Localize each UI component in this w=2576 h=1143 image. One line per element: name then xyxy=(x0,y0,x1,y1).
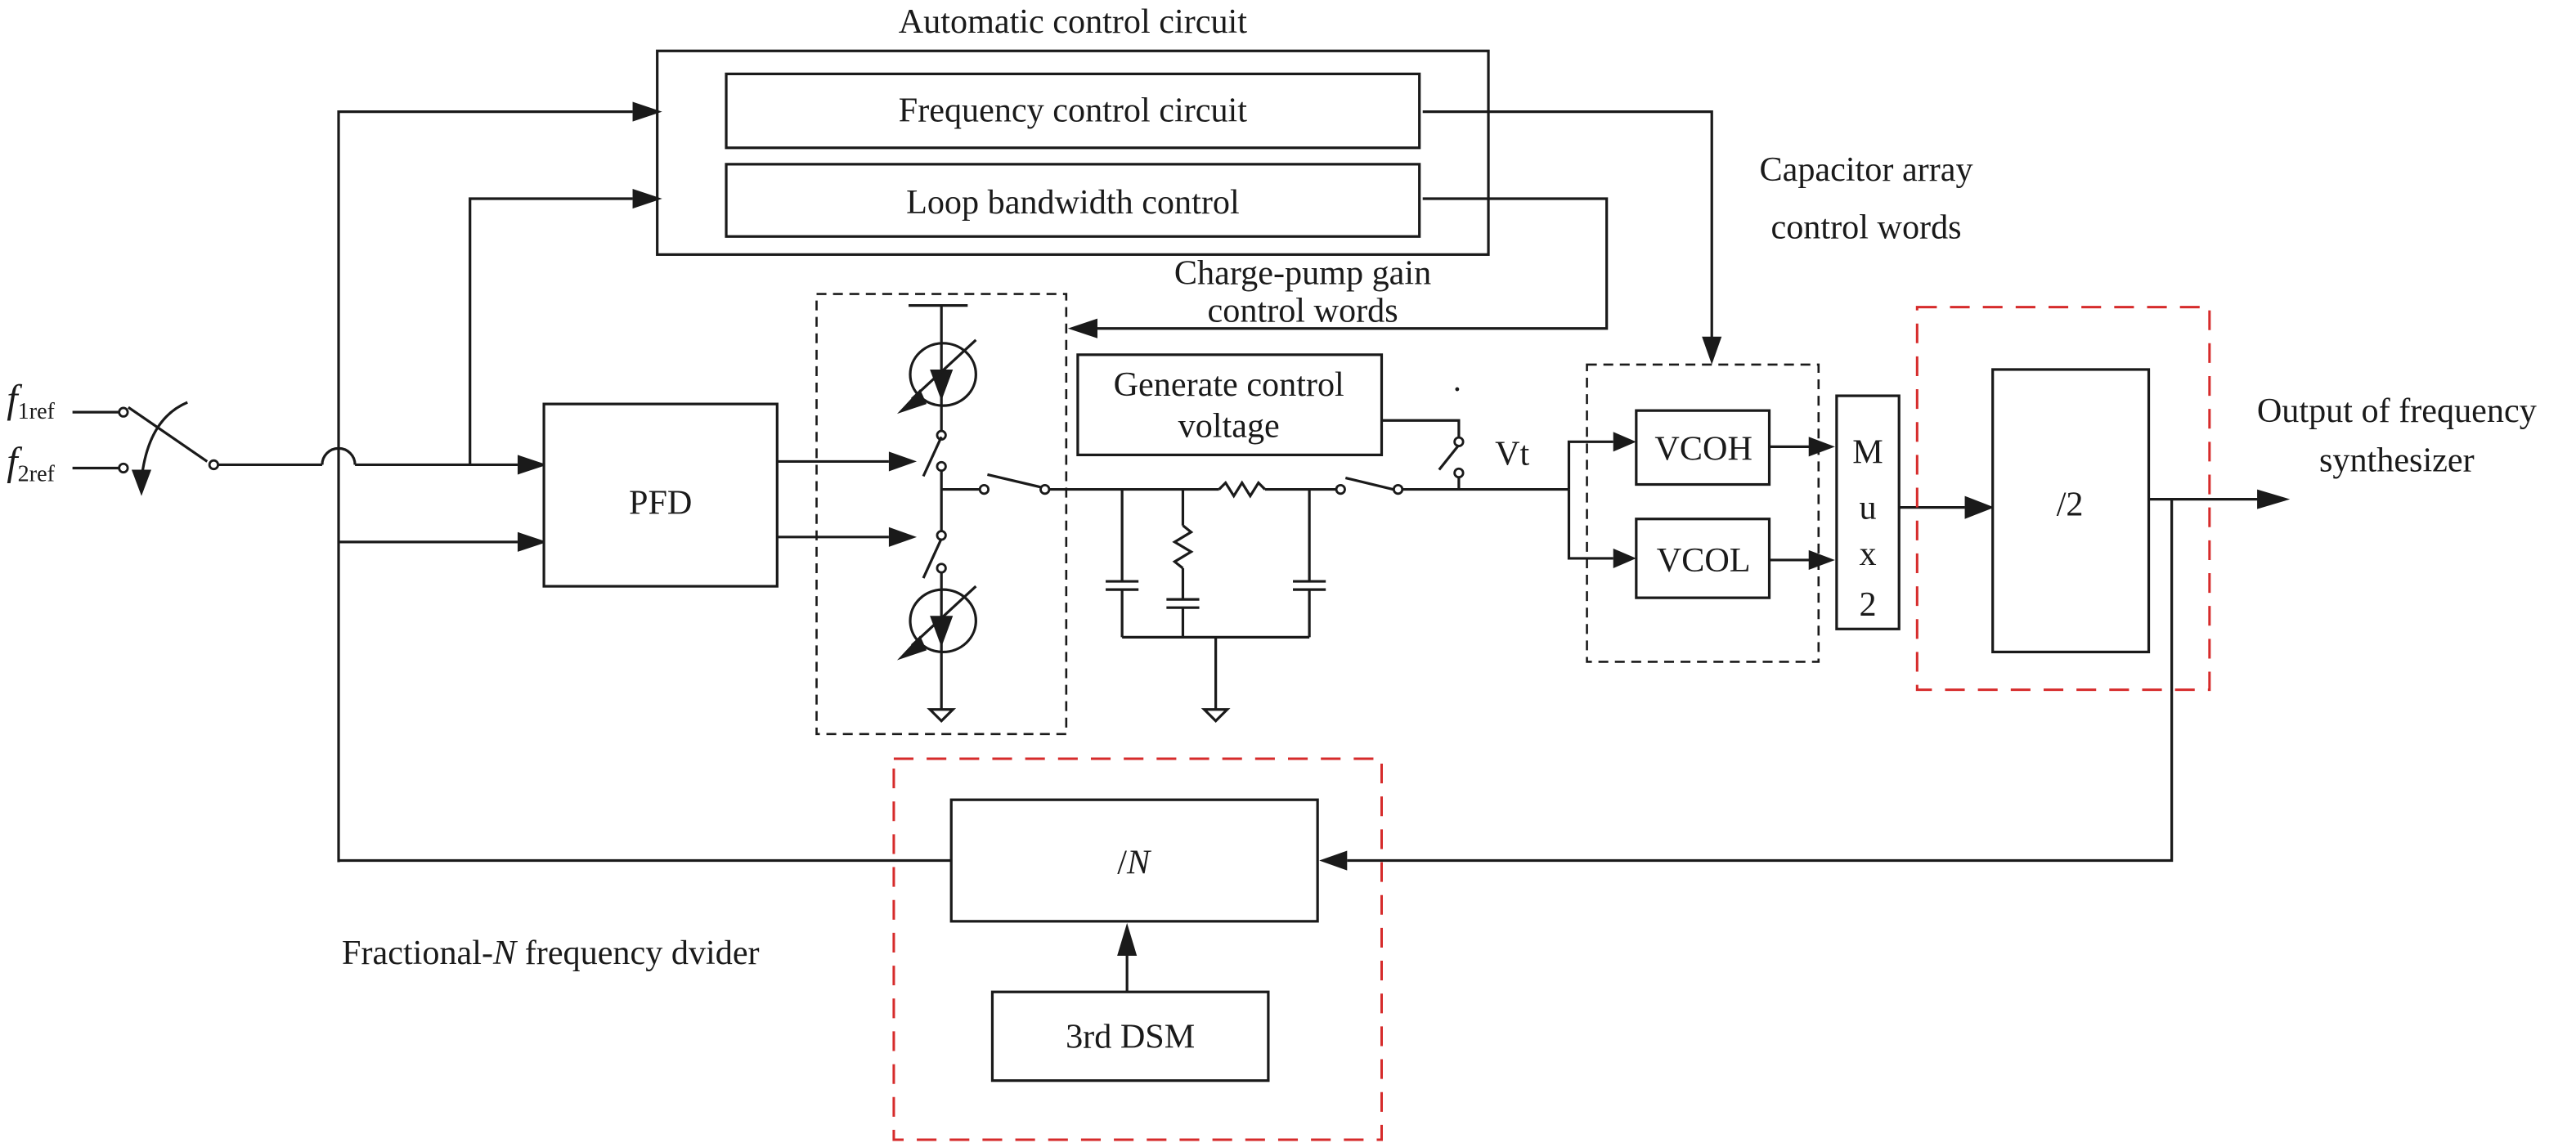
output-label-2: synthesizer xyxy=(2319,441,2475,479)
capacitor-array-label: Capacitor array xyxy=(1759,150,1972,189)
f2ref-label: f2ref xyxy=(7,440,55,486)
pfd-block: PFD xyxy=(542,402,779,588)
svg-text:M: M xyxy=(1852,433,1883,471)
automatic-control-title: Automatic control circuit xyxy=(899,2,1248,41)
output-label: Output of frequency xyxy=(2257,392,2537,430)
vt-label: Vt xyxy=(1495,434,1529,473)
svg-text:3rd DSM: 3rd DSM xyxy=(1066,1017,1195,1056)
loop-filter xyxy=(1049,476,1404,724)
chargepump-gain-label-2: control words xyxy=(1208,292,1398,330)
automatic-control-circuit: Frequency control circuit Loop bandwidth… xyxy=(656,49,1490,256)
svg-text:/2: /2 xyxy=(2057,486,2084,524)
f1ref-label: f1ref xyxy=(7,378,55,424)
svg-text:2: 2 xyxy=(1859,585,1876,624)
svg-text:Frequency control circuit: Frequency control circuit xyxy=(899,92,1248,130)
svg-text:Generate control: Generate control xyxy=(1114,365,1344,404)
chargepump-control-wire xyxy=(1067,197,1609,338)
svg-text:u: u xyxy=(1859,489,1876,527)
svg-text:VCOH: VCOH xyxy=(1654,429,1752,468)
dsm-block: 3rd DSM xyxy=(990,990,1270,1082)
svg-text:x: x xyxy=(1859,535,1876,573)
div2-group: /2 xyxy=(1915,306,2211,692)
svg-text:voltage: voltage xyxy=(1178,406,1280,445)
divN-block: /N xyxy=(949,798,1319,923)
svg-text:/N: /N xyxy=(1117,844,1152,882)
frequency-control-block: Frequency control circuit xyxy=(725,72,1421,150)
vco-bank: VCOH VCOL xyxy=(1567,363,1835,663)
vcol-block: VCOL xyxy=(1635,518,1771,599)
vcoh-block: VCOH xyxy=(1635,409,1771,486)
div2-block: /2 xyxy=(1991,368,2151,654)
chargepump-gain-label: Charge-pump gain xyxy=(1174,253,1431,292)
mux2-block: M u x 2 xyxy=(1835,394,1901,630)
fractional-n-divider: /N 3rd DSM xyxy=(892,757,1383,1141)
loop-bandwidth-block: Loop bandwidth control xyxy=(725,163,1421,238)
svg-text:VCOL: VCOL xyxy=(1657,541,1751,580)
reference-selector-switch: f1ref f2ref xyxy=(7,378,548,496)
switch-arrow-icon xyxy=(131,469,152,496)
capacitor-array-label-2: control words xyxy=(1770,208,1961,246)
charge-pump xyxy=(815,293,1068,736)
svg-text:Loop bandwidth control: Loop bandwidth control xyxy=(906,183,1240,222)
capacitor-control-wire xyxy=(1422,110,1722,365)
generate-control-voltage-block: Generate control voltage xyxy=(1076,353,1465,490)
fractional-n-label: Fractional-N frequency dvider xyxy=(342,934,760,972)
feedback-wire xyxy=(1347,499,2174,863)
ground-icon xyxy=(1200,708,1231,724)
current-source-up-icon xyxy=(909,342,977,407)
svg-text:PFD: PFD xyxy=(629,484,692,522)
current-source-down-icon xyxy=(909,588,977,654)
ground-icon xyxy=(927,708,957,724)
ref-feed-wires xyxy=(337,101,662,863)
